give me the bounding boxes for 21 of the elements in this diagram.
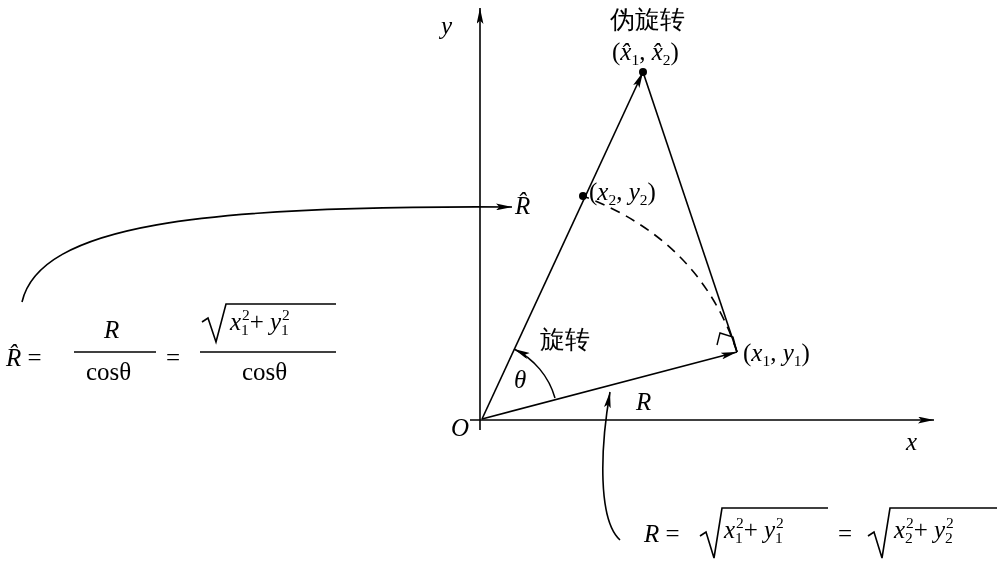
point-label: (x$_{2}$, y$_{2}$) [589,178,656,208]
axis-label: y [441,12,453,40]
vector-label: R [636,388,652,416]
formula-term: R = [644,520,680,548]
point-label: (x$_{1}$, y$_{1}$) [743,339,810,369]
angle-label: θ [514,366,527,394]
origin-label: O [451,414,470,442]
axis-label: x [906,428,918,456]
point-label: (x̂$_{1}$, x̂$_{2}$) [612,38,679,68]
equals-sign: = [838,520,853,548]
equals-sign: = [166,344,181,372]
leader-line [21,203,513,303]
denominator: cosθ [86,358,132,386]
vector-arrow [481,351,738,420]
point-caption: 伪旋转 [610,6,685,34]
numerator: R [104,316,120,344]
text-label: 旋转 [540,326,590,354]
leader-line [602,391,621,541]
axis-point-label: R̂ [515,192,531,220]
denominator: cosθ [242,358,288,386]
formula-term: R̂ = [6,344,42,372]
